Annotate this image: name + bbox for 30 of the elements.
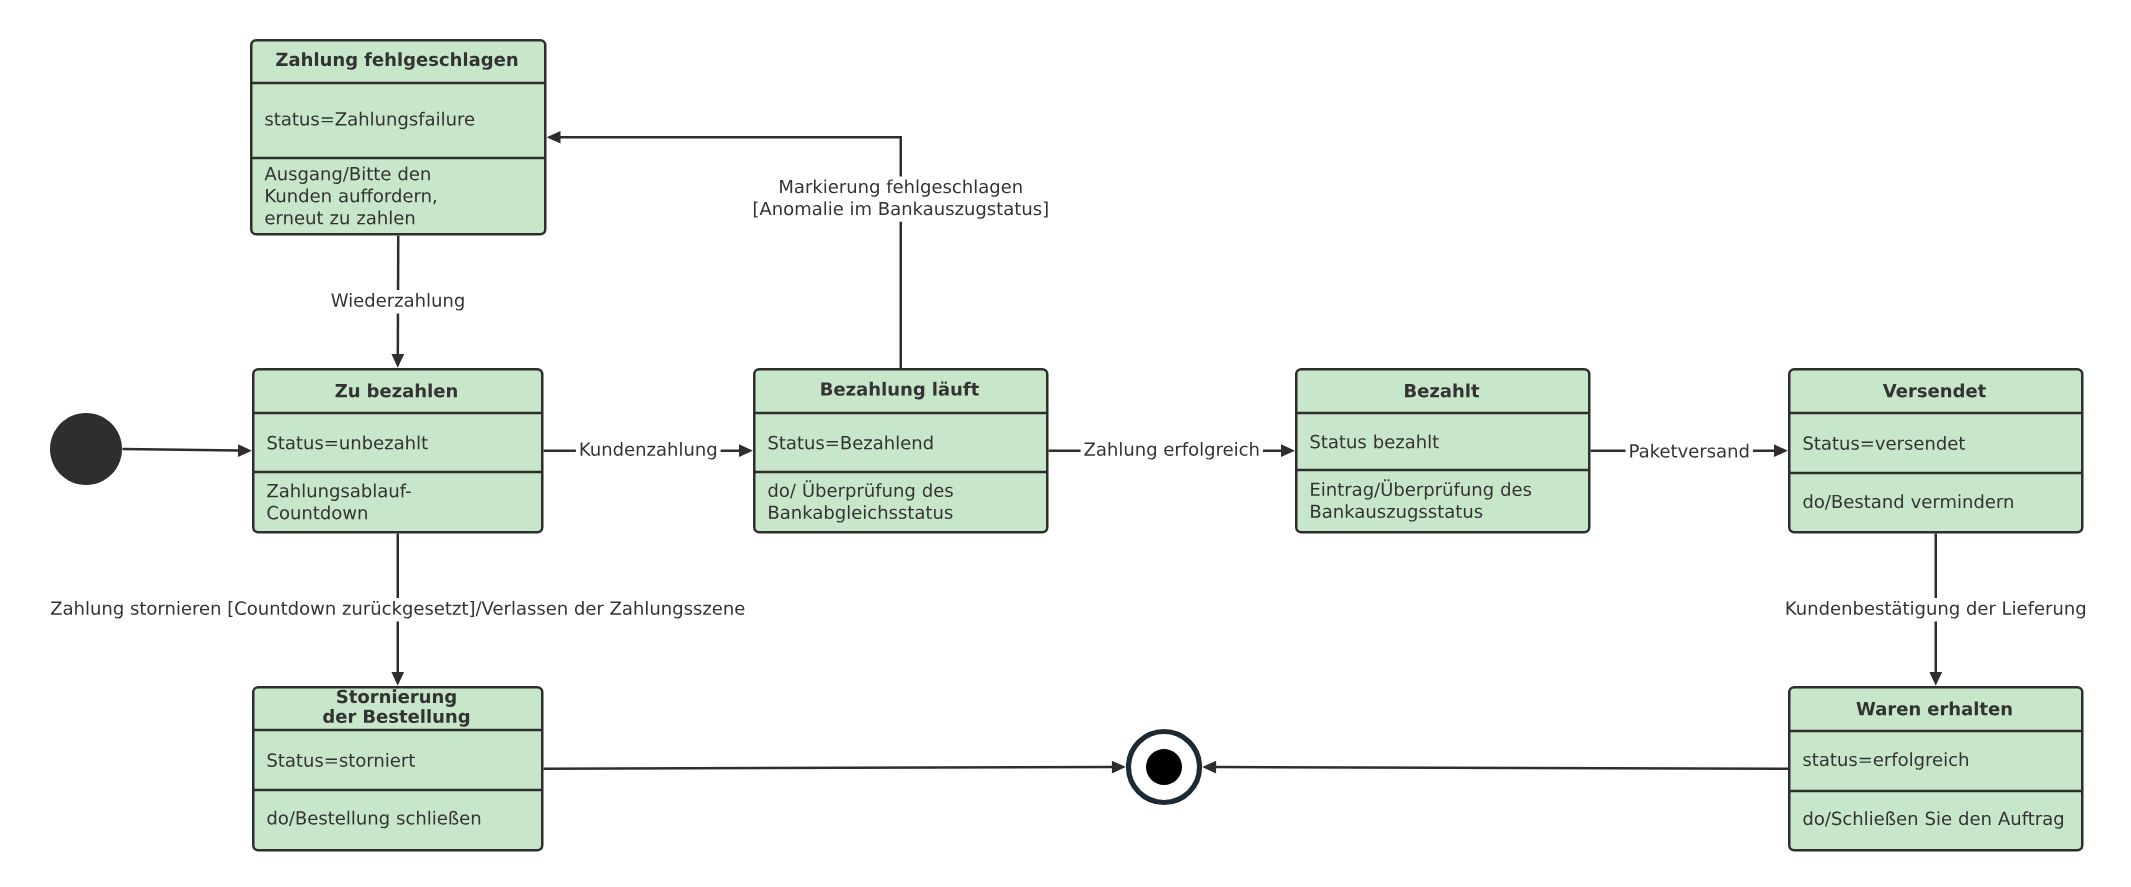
state-text: Ausgang/Bitte den Kunden auffordern, erneut zu zahlen [264, 166, 436, 225]
state-text: Zahlungsablauf-Countdown [267, 483, 411, 520]
edge-label: Kundenbestätigung der Lieferung [1781, 598, 2090, 622]
state-name: Zahlung fehlgeschlagen [276, 52, 518, 70]
state-name: Zu bezahlen [335, 383, 457, 398]
state-name: Waren erhalten [1856, 701, 2012, 716]
state-text: do/ Überprüfung des Bankabgleichsstatus [768, 480, 953, 523]
state-text: Status=versendet [1803, 436, 1965, 450]
state-text: do/Bestellung schließen [267, 810, 481, 829]
state-text: Status=unbezahlt [267, 435, 428, 450]
edge-label: Markierung fehlgeschlagen [Anomalie im Bankauszugstatus] [749, 176, 1053, 222]
edge-label: Zahlung stornieren [Countdown zurückgesetzt]/Verlassen der Zahlungsszene [47, 598, 749, 622]
state-text: do/Schließen Sie den Auftrag [1803, 811, 2063, 829]
state-text: Status bezahlt [1310, 434, 1439, 449]
state-name: Bezahlt [1405, 383, 1480, 398]
state-text: status=erfolgreich [1803, 752, 1968, 770]
state-text: do/Bestand vermindern [1803, 494, 2013, 510]
final-state-symbol [1125, 728, 1203, 806]
initial-state-dot [50, 413, 122, 485]
edge-label: Wiederzahlung [327, 290, 469, 314]
state-name: Bezahlung läuft [821, 381, 979, 400]
state-text: Eintrag/Überprüfung des Bankauszugsstatus [1311, 479, 1532, 522]
state-text: Status=Bezahlend [768, 435, 933, 450]
edge-label: Paketversand [1625, 440, 1753, 461]
state-name: Versendet [1882, 383, 1986, 398]
state-name: Stornierung der Bestellung [323, 689, 470, 727]
state-text: status=Zahlungsfailure [265, 111, 475, 130]
state-text: Status=storniert [267, 753, 415, 767]
edge-label: Zahlung erfolgreich [1080, 439, 1263, 463]
edge-label: Kundenzahlung [575, 439, 721, 463]
